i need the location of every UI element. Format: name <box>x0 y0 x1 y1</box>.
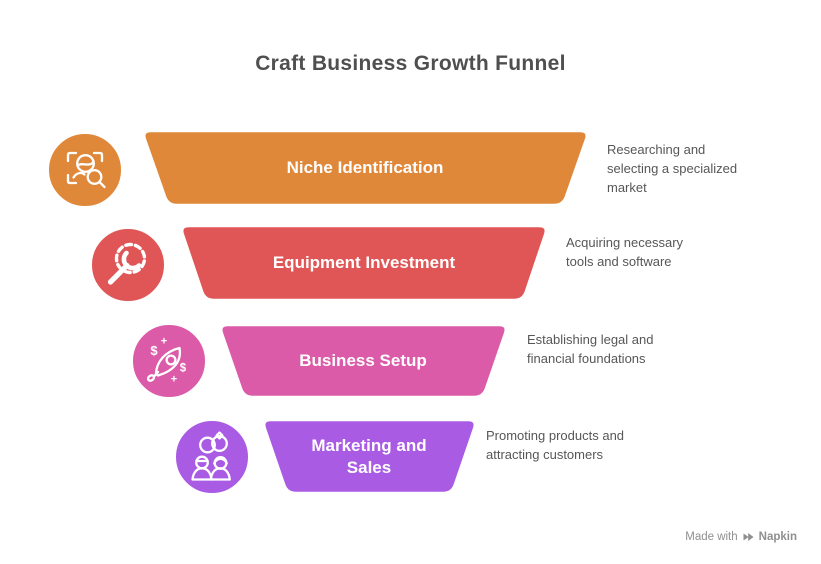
audience-search-icon <box>46 131 124 209</box>
svg-text:$: $ <box>150 343 158 358</box>
napkin-logo-icon <box>743 533 754 541</box>
wrench-gear-icon <box>89 226 167 304</box>
funnel-stage-description: Researching and selecting a specialized … <box>607 142 738 195</box>
svg-text:+: + <box>171 374 177 386</box>
napkin-watermark[interactable]: Made with Napkin <box>685 531 797 543</box>
funnel-stage-shape-2 <box>180 224 548 302</box>
funnel-stage-shape-4 <box>262 418 477 495</box>
rocket-dollar-icon: $ + $ + <box>130 322 208 400</box>
watermark-brand-label: Napkin <box>758 531 797 543</box>
funnel-stage-description: Acquiring necessary tools and software <box>566 235 684 269</box>
svg-text:+: + <box>161 336 167 348</box>
funnel-stage-description: Promoting products and attracting custom… <box>486 428 625 462</box>
watermark-prefix-label: Made with <box>685 531 738 543</box>
page-title: Craft Business Growth Funnel <box>255 52 566 75</box>
funnel-stage-shape-3 <box>220 323 507 399</box>
funnel-stage-shape-1 <box>143 129 588 207</box>
people-rings-icon <box>173 418 251 496</box>
svg-text:$: $ <box>180 363 187 375</box>
funnel-stage-description: Establishing legal and financial foundat… <box>527 332 654 366</box>
